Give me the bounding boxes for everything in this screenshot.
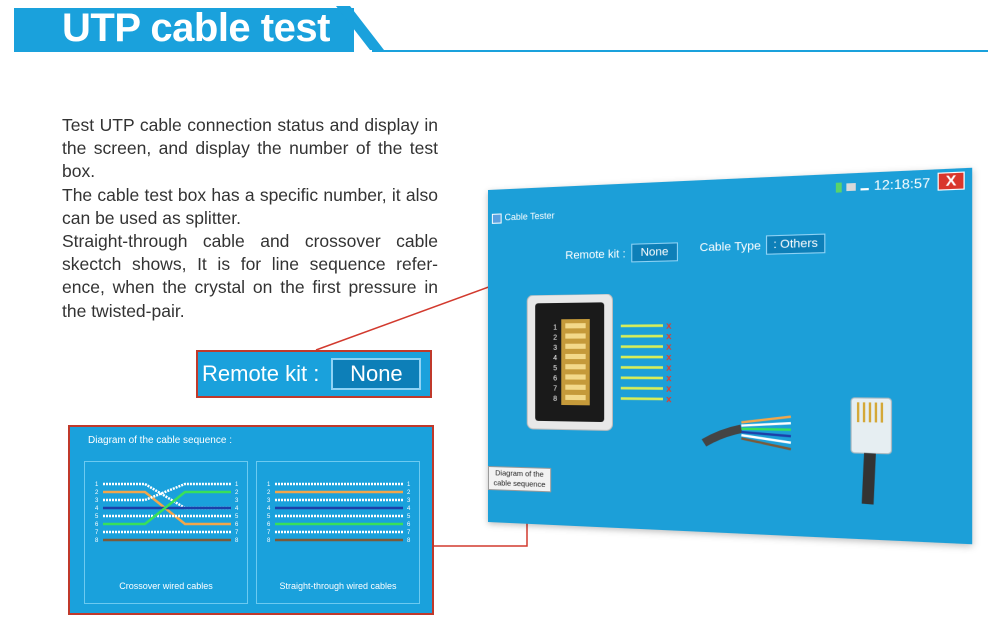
fail-mark: x xyxy=(666,341,671,352)
screen-cable-type-value[interactable]: : Others xyxy=(765,233,826,255)
wire-3 xyxy=(103,482,231,502)
jack-pin-number: 6 xyxy=(553,375,557,382)
jack-pin-number: 4 xyxy=(553,355,557,362)
jack-pin-number: 8 xyxy=(553,396,557,403)
pin-number-left: 7 xyxy=(267,530,271,536)
screen-remote-kit-value[interactable]: None xyxy=(631,242,678,263)
pin-number-left: 1 xyxy=(95,482,99,488)
diagram-title: Diagram of the cable sequence : xyxy=(88,435,232,446)
screen-app-title: Cable Tester xyxy=(504,210,555,223)
pin-number-left: 8 xyxy=(95,538,99,544)
straight-card: 1 2 3 4 5 6 7 8 1 2 3 4 5 6 7 8 xyxy=(256,461,420,604)
pin-number-left: 6 xyxy=(267,522,271,528)
signal-icon xyxy=(836,181,843,193)
pin-number-left: 3 xyxy=(267,498,271,504)
pin-number-right: 2 xyxy=(235,490,239,496)
remote-kit-value: None xyxy=(331,358,422,390)
cable-sequence-diagram: Diagram of the cable sequence : 1 2 3 4 … xyxy=(68,425,434,615)
pin-number-right: 3 xyxy=(235,498,239,504)
pin-number-right: 5 xyxy=(235,514,239,520)
description-paragraph: Straight-through cable and crossover cab… xyxy=(62,231,438,321)
straight-wiring: 1 2 3 4 5 6 7 8 1 2 3 4 5 6 7 8 xyxy=(267,482,411,544)
jack-contact xyxy=(565,374,586,380)
fail-mark: x xyxy=(666,373,671,384)
screen-remote-kit-label: Remote kit : xyxy=(565,248,626,263)
pin-number-right: 3 xyxy=(407,498,411,504)
screen-cable-type-label: Cable Type xyxy=(699,239,761,255)
fail-mark: x xyxy=(666,352,671,363)
jack-pin-number: 2 xyxy=(553,335,557,342)
straight-caption: Straight-through wired cables xyxy=(279,581,397,591)
rj45-jack-icon: 1 2 3 4 5 6 7 8 x x xyxy=(525,292,672,442)
crossover-wiring: 1 2 3 4 5 6 7 8 1 2 3 4 5 6 7 8 xyxy=(95,482,239,544)
header-slash-icon xyxy=(336,6,384,50)
pin-number-right: 4 xyxy=(407,506,411,512)
remote-kit-callout: Remote kit : None xyxy=(196,350,432,398)
pin-number-right: 8 xyxy=(235,538,239,544)
battery-icon xyxy=(846,182,857,191)
pin-number-right: 2 xyxy=(407,490,411,496)
pin-number-right: 7 xyxy=(407,530,411,536)
crossover-card: 1 2 3 4 5 6 7 8 1 2 3 4 5 6 7 8 xyxy=(84,461,248,604)
pin-number-left: 8 xyxy=(267,538,271,544)
pin-number-right: 5 xyxy=(407,514,411,520)
pin-number-right: 8 xyxy=(407,538,411,544)
rj45-plug-icon xyxy=(839,389,923,513)
cable-bundle-icon xyxy=(700,400,800,466)
remote-kit-label: Remote kit : xyxy=(202,361,320,386)
jack-contact xyxy=(565,384,586,390)
screen-time: 12:18:57 xyxy=(873,175,931,194)
pin-number-left: 2 xyxy=(267,490,271,496)
jack-contact xyxy=(565,323,586,329)
fail-mark: x xyxy=(666,331,671,342)
pin-number-left: 5 xyxy=(267,514,271,520)
diagram-button[interactable]: Diagram of the cable sequence xyxy=(488,466,552,493)
close-icon[interactable]: X xyxy=(937,171,965,191)
jack-pin-number: 1 xyxy=(553,324,557,331)
description-paragraph: Test UTP cable connection status and dis… xyxy=(62,115,438,182)
fail-mark: x xyxy=(666,320,671,331)
device-screen: 12:18:57 X Cable Tester Remote kit : Non… xyxy=(488,167,973,545)
pin-number-right: 1 xyxy=(407,482,411,488)
jack-contact xyxy=(565,353,586,360)
header-underline xyxy=(372,50,988,52)
fail-mark: x xyxy=(666,394,671,405)
jack-gold xyxy=(561,318,590,406)
page-title: UTP cable test xyxy=(62,6,330,50)
jack-contact xyxy=(565,364,586,370)
pin-number-left: 1 xyxy=(267,482,271,488)
app-icon xyxy=(491,213,502,224)
pin-number-left: 6 xyxy=(95,522,99,528)
wire-6 xyxy=(103,490,231,526)
pin-number-left: 4 xyxy=(95,506,99,512)
jack-contact xyxy=(565,333,586,339)
crossover-caption: Crossover wired cables xyxy=(119,581,213,591)
jack-contact xyxy=(565,343,586,349)
pin-number-right: 1 xyxy=(235,482,239,488)
pin-number-right: 6 xyxy=(407,522,411,528)
pin-number-right: 7 xyxy=(235,530,239,536)
pin-number-left: 4 xyxy=(267,506,271,512)
pin-number-left: 3 xyxy=(95,498,99,504)
jack-contact xyxy=(565,394,586,401)
jack-pin-number: 3 xyxy=(553,345,557,352)
description-paragraph: The cable test box has a specific number… xyxy=(62,184,438,228)
header-bar xyxy=(14,8,354,52)
jack-pin-number: 5 xyxy=(553,365,557,372)
pin-number-left: 2 xyxy=(95,490,99,496)
pin-number-left: 7 xyxy=(95,530,99,536)
pin-number-right: 6 xyxy=(235,522,239,528)
wire-1 xyxy=(103,482,231,510)
fail-mark: x xyxy=(666,383,671,394)
pin-number-left: 5 xyxy=(95,514,99,520)
fail-mark: x xyxy=(666,362,671,373)
jack-pin-number: 7 xyxy=(553,385,557,392)
pin-number-right: 4 xyxy=(235,506,239,512)
description: Test UTP cable connection status and dis… xyxy=(62,114,438,323)
minimize-icon xyxy=(860,187,870,191)
